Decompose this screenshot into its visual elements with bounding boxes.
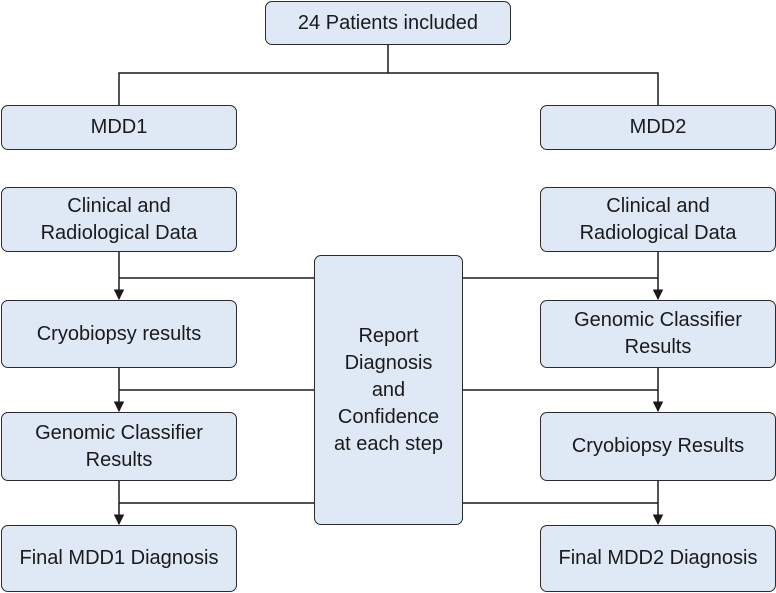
mdd1-header-box: MDD1 bbox=[1, 105, 237, 150]
mdd2-header-label: MDD2 bbox=[629, 116, 687, 138]
mdd2-header-box: MDD2 bbox=[540, 105, 776, 150]
mdd2-step-1-label: Clinical and Radiological Data bbox=[579, 194, 737, 244]
mdd1-step-2-box: Cryobiopsy results bbox=[1, 300, 237, 368]
mdd1-step-2-label: Cryobiopsy results bbox=[36, 322, 202, 345]
top-split-line bbox=[118, 45, 659, 105]
patients-included-label: 24 Patients included bbox=[297, 11, 479, 34]
mdd2-step-2-box: Genomic Classifier Results bbox=[540, 300, 776, 368]
report-diagnosis-label: Report Diagnosis and Confidence at each … bbox=[334, 324, 443, 455]
mdd1-step-3-box: Genomic Classifier Results bbox=[1, 412, 237, 481]
patients-included-box: 24 Patients included bbox=[265, 1, 511, 45]
mdd1-step-3-label: Genomic Classifier Results bbox=[35, 421, 203, 471]
mdd1-step-1-label: Clinical and Radiological Data bbox=[40, 194, 198, 244]
mdd1-header-label: MDD1 bbox=[90, 116, 148, 138]
mdd1-final-box: Final MDD1 Diagnosis bbox=[1, 525, 237, 592]
mdd2-final-label: Final MDD2 Diagnosis bbox=[558, 547, 758, 569]
mdd1-step-1-box: Clinical and Radiological Data bbox=[1, 187, 237, 252]
mdd2-step-1-box: Clinical and Radiological Data bbox=[540, 187, 776, 252]
report-diagnosis-box: Report Diagnosis and Confidence at each … bbox=[314, 255, 463, 525]
mdd2-final-box: Final MDD2 Diagnosis bbox=[540, 525, 776, 592]
mdd2-step-2-label: Genomic Classifier Results bbox=[574, 309, 742, 358]
mdd1-final-label: Final MDD1 Diagnosis bbox=[19, 547, 219, 569]
mdd2-step-3-label: Cryobiopsy Results bbox=[571, 435, 745, 457]
mdd2-step-3-box: Cryobiopsy Results bbox=[540, 412, 776, 481]
